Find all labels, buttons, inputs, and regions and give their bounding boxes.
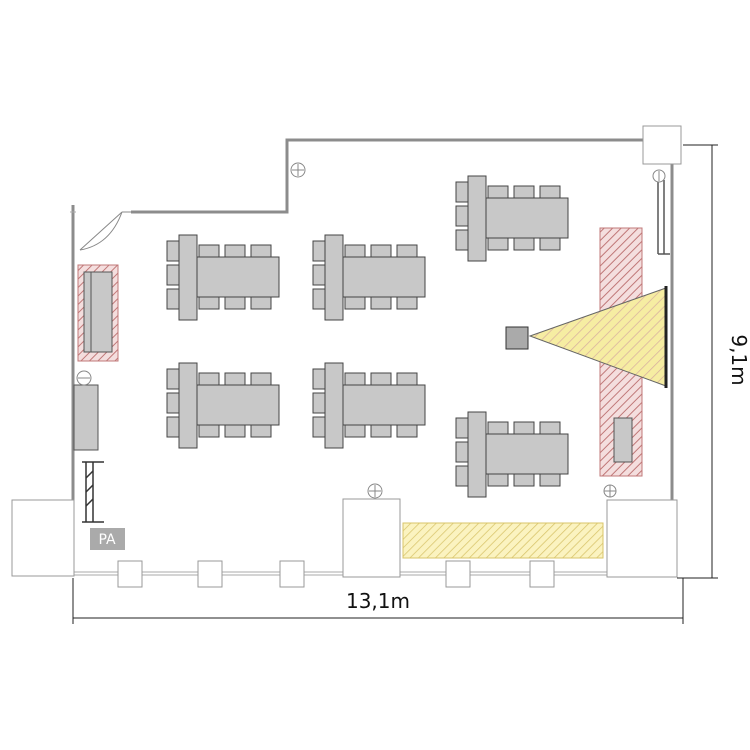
chair (312, 368, 326, 390)
chair (198, 424, 220, 438)
reception-area (402, 522, 604, 559)
chair (344, 424, 366, 438)
hanger-rack (82, 461, 104, 523)
table-end (467, 411, 487, 498)
chair (166, 416, 180, 438)
column-bottom-right (606, 499, 678, 578)
chair (198, 296, 220, 310)
chair (455, 181, 469, 203)
chair (487, 237, 509, 251)
cabinet-left (83, 271, 113, 353)
column-bottom-left (11, 499, 75, 577)
table (342, 256, 426, 298)
ceiling-light-icon (367, 483, 383, 499)
table-end (178, 234, 198, 321)
chair (539, 473, 561, 487)
dimension-width (72, 578, 684, 624)
chair (250, 244, 272, 258)
table (485, 433, 569, 475)
podium (613, 417, 633, 463)
chair (198, 372, 220, 386)
chair (312, 240, 326, 262)
chair (344, 244, 366, 258)
chair (250, 372, 272, 386)
table-end (324, 234, 344, 321)
table-end (324, 362, 344, 449)
chair (396, 372, 418, 386)
chair (487, 185, 509, 199)
chair (224, 424, 246, 438)
column-top-right (642, 125, 682, 165)
chair (166, 240, 180, 262)
chair (396, 296, 418, 310)
chair (344, 372, 366, 386)
projection-cone (528, 287, 667, 387)
chair (513, 237, 535, 251)
chair (513, 421, 535, 435)
chair (396, 424, 418, 438)
table (196, 256, 280, 298)
chair (455, 229, 469, 251)
pa-box (90, 528, 125, 550)
chair (224, 244, 246, 258)
chair (312, 392, 326, 414)
ceiling-lights (290, 162, 617, 499)
chair (513, 185, 535, 199)
chair (224, 372, 246, 386)
chair (370, 424, 392, 438)
chair (312, 416, 326, 438)
chair (539, 237, 561, 251)
chair (487, 473, 509, 487)
ceiling-light-icon (603, 484, 617, 498)
chair (198, 244, 220, 258)
chair (344, 296, 366, 310)
chair (312, 264, 326, 286)
cabinet-left-lower (73, 384, 99, 451)
chair (250, 424, 272, 438)
width-label: 13,1m (346, 589, 410, 613)
right-door (657, 180, 670, 255)
dimension-height (677, 144, 718, 579)
chair (166, 264, 180, 286)
chair (312, 288, 326, 310)
projector-icon (505, 326, 529, 350)
ceiling-light-icon (290, 162, 306, 178)
chair (396, 244, 418, 258)
chair (370, 296, 392, 310)
north-wall-upper (131, 138, 645, 214)
chair (370, 244, 392, 258)
chair (224, 296, 246, 310)
chair (370, 372, 392, 386)
pa-label: PA (98, 532, 116, 548)
chair (166, 392, 180, 414)
chair (166, 368, 180, 390)
chair (250, 296, 272, 310)
chair (539, 421, 561, 435)
chair (455, 465, 469, 487)
chair (539, 185, 561, 199)
table-groups (166, 175, 569, 498)
walls (71, 138, 674, 505)
height-label: 9,1m (727, 334, 750, 385)
table (342, 384, 426, 426)
chair (166, 288, 180, 310)
door-swing-icon (79, 211, 131, 251)
chair (455, 441, 469, 463)
table (485, 197, 569, 239)
chair (455, 205, 469, 227)
chair (513, 473, 535, 487)
table-end (467, 175, 487, 262)
column-center (342, 498, 401, 578)
table (196, 384, 280, 426)
chair (487, 421, 509, 435)
window-pillars (117, 560, 555, 588)
table-end (178, 362, 198, 449)
chair (455, 417, 469, 439)
